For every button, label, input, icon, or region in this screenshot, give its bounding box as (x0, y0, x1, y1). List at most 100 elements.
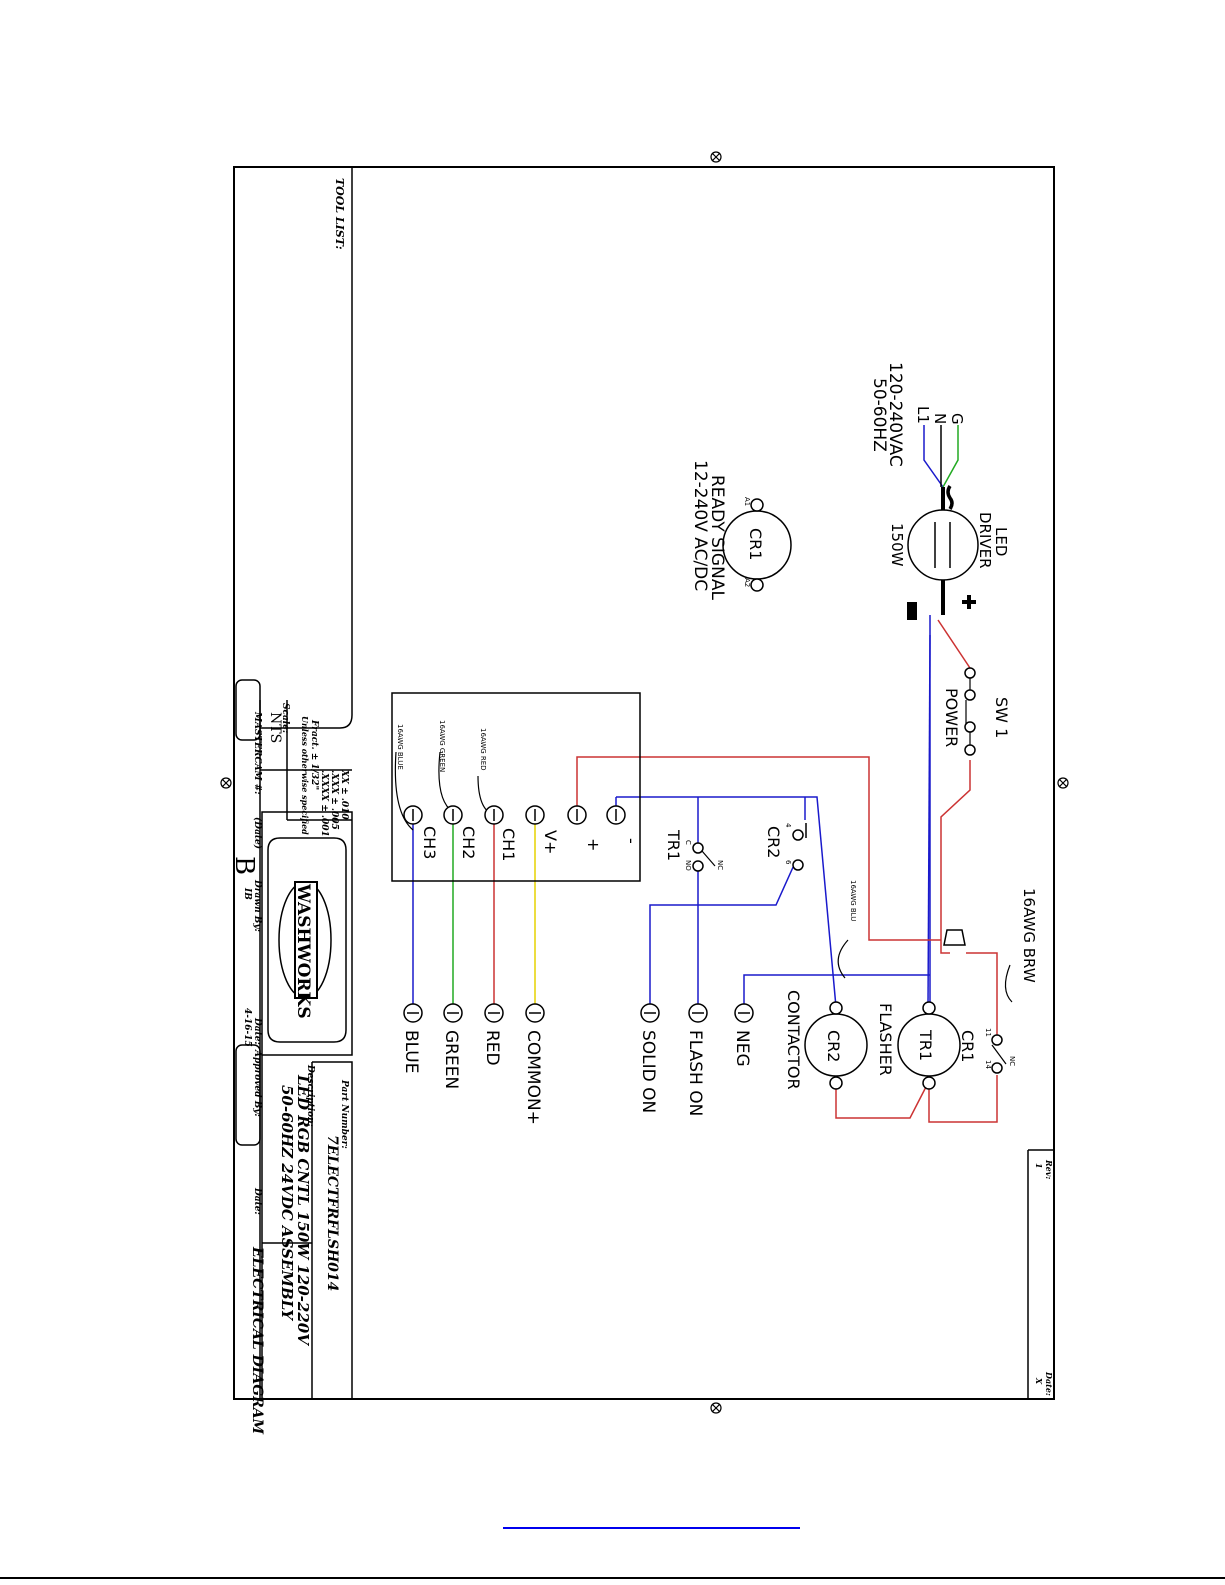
tr1-label: TR1 (916, 1029, 935, 1061)
approved-by-label: Approved By: (252, 1049, 262, 1117)
switch-label: SW 1 (992, 697, 1011, 738)
footer-link[interactable] (503, 1527, 800, 1529)
cr1-contact-label: CR1 (958, 1030, 977, 1062)
cr1-pin-14: 14 (984, 1060, 992, 1069)
registration-mark-top (710, 151, 722, 163)
cr1-a1: A1 (743, 497, 751, 506)
green-wire-label: 16AWG GREEN (438, 720, 446, 772)
cr2-pin-4: 4 (784, 823, 792, 828)
wire-splice-connector (943, 929, 966, 946)
date2-label: Date: (252, 1187, 262, 1215)
rev-date-label: Date: (1044, 1371, 1054, 1396)
tolerance-4: Fract. ± 1/32" (309, 719, 319, 790)
drawn-by-label: Drawn By: (252, 879, 262, 932)
input-frequency: 50-60HZ (869, 378, 889, 452)
logo-text: WASHWORKS (293, 883, 313, 1019)
terminal-v-plus: V+ (541, 830, 560, 854)
part-number-label: Part Number: (339, 1079, 349, 1149)
driver-label-1: LED (992, 527, 1010, 556)
drawn-by-value: IB (242, 887, 252, 900)
scale-value: NTS (267, 712, 283, 743)
driver-label-2: DRIVER (976, 512, 994, 569)
tool-list-label: TOOL LIST: (333, 178, 346, 250)
bottom-rule (0, 1577, 1225, 1579)
tr1-switch-label: TR1 (664, 829, 683, 861)
date-label: Date: (252, 1017, 262, 1045)
power-switch[interactable] (964, 667, 976, 756)
output-neg: NEG (732, 1030, 752, 1067)
cr1-nc: NC (1008, 1056, 1016, 1066)
terminal-plus: + (584, 838, 603, 851)
input-voltage: 120-240VAC (885, 362, 905, 467)
cr1-ready-coil (722, 498, 792, 592)
description-line-1: LED RGB CNTL 150W 120-220V (294, 1074, 312, 1346)
wire-leaders (394, 751, 1013, 1003)
blu-wire-label: 16AWG BLU (849, 880, 857, 921)
ready-signal-label: READY SIGNAL (707, 475, 727, 600)
revision-letter: B (229, 856, 259, 875)
controller-terminals (403, 805, 626, 825)
date-value: 4-16-15 (242, 1008, 252, 1047)
rev-value: 1 (1034, 1163, 1044, 1169)
red-wire-label: 16AWG RED (479, 728, 487, 771)
output-flash-on: FLASH ON (685, 1030, 705, 1116)
title-block (235, 167, 1054, 1399)
terminal-ch3: CH3 (420, 826, 439, 859)
output-green: GREEN (441, 1030, 461, 1089)
date-paren: (Date) (252, 817, 263, 849)
cr2-switch-label: CR2 (764, 826, 783, 858)
tr1-no: NO (684, 860, 692, 871)
wires-blue (412, 425, 944, 1008)
cr1-contact (991, 1034, 1007, 1074)
output-common: COMMON+ (523, 1030, 543, 1125)
output-terminals (403, 1003, 754, 1023)
driver-watts: 150W (888, 523, 906, 567)
terminal-ch2: CH2 (459, 826, 478, 859)
cr2-pin-6: 6 (784, 860, 792, 865)
rgb-controller-box (391, 692, 641, 882)
cr2-switch (792, 823, 807, 871)
power-label: POWER (942, 688, 961, 747)
description-line-2: 50-60HZ 24VDC ASSEMBLY (278, 1085, 296, 1321)
flasher-label: FLASHER (876, 1003, 895, 1076)
output-blue: BLUE (401, 1030, 421, 1073)
output-red: RED (482, 1030, 502, 1066)
sheet-border (233, 166, 1055, 1400)
tolerance-1: XX ± .010 (339, 769, 349, 820)
tr1-c: C (684, 840, 692, 845)
doc-type: ELECTRICAL DIAGRAM (249, 1246, 265, 1435)
tolerance-5: Unless otherwise specified (300, 716, 310, 835)
tr1-flasher (897, 1001, 961, 1090)
terminal-minus: - (622, 838, 641, 844)
company-logo (267, 837, 347, 1043)
cr2-contactor (804, 1001, 868, 1090)
tolerance-2: .XXX ± .005 (329, 770, 339, 830)
registration-mark-bottom (710, 1402, 722, 1414)
cr1-coil-label: CR1 (746, 528, 765, 560)
wires-green (452, 425, 959, 1008)
cr1-a2: A2 (743, 578, 751, 587)
registration-mark-right (1057, 777, 1069, 789)
cr2-label: CR2 (824, 1030, 843, 1062)
wires-red (493, 619, 998, 1123)
part-number-value: 7ELECTFRFLSH014 (324, 1135, 340, 1291)
brw-wire-label: 16AWG BRW (1020, 888, 1038, 983)
neutral-label: N (931, 413, 949, 424)
tr1-switch (692, 842, 716, 872)
tr1-nc: NC (716, 860, 724, 870)
output-solid-on: SOLID ON (638, 1030, 658, 1113)
terminal-ch1: CH1 (499, 828, 518, 861)
cr1-pin-11: 11 (984, 1028, 992, 1037)
ready-voltage-label: 12-240V AC/DC (690, 460, 710, 591)
line1-label: L1 (914, 406, 932, 424)
rev-date-value: X (1034, 1377, 1044, 1385)
description-label: Description: (305, 1064, 315, 1127)
led-driver (907, 485, 979, 620)
scale-label: Scale: (280, 703, 290, 733)
tolerance-3: .XXXX ± .001 (319, 770, 329, 837)
ground-label: G (948, 413, 966, 425)
blue-wire-label: 16AWG BLUE (396, 724, 404, 770)
mastercam-label: MASTERCAM #: (252, 711, 262, 795)
contactor-label: CONTACTOR (784, 990, 803, 1090)
